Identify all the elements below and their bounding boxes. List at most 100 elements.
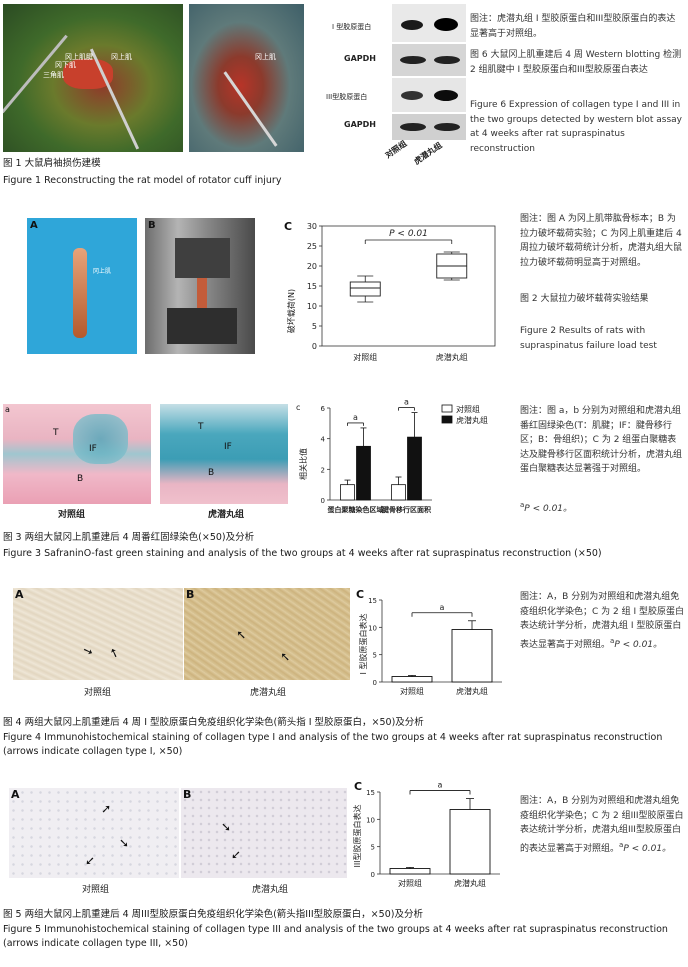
y-tick-label: 10 xyxy=(368,624,377,632)
fig4-photo-b-caption: 虎潜丸组 xyxy=(250,688,287,698)
sig-marker: a xyxy=(440,603,445,612)
fig1-caption-cn: 图 1 大鼠肩袖损伤建模 xyxy=(3,158,101,169)
sig-marker: a xyxy=(404,400,409,407)
y-tick-label: 30 xyxy=(307,222,317,231)
plot-frame xyxy=(321,225,496,347)
y-axis-label: III型胶原蛋白表达 xyxy=(352,804,362,867)
fig6-note: 图注：虎潜丸组 I 型胶原蛋白和III型胶原蛋白的表达显著高于对照组。 xyxy=(470,14,676,39)
panel-label-c: c xyxy=(296,403,300,412)
y-tick-label: 5 xyxy=(373,652,377,660)
fig2-note: 图注：图 A 为冈上肌带肱骨标本；B 为拉力破坏载荷实验；C 为冈上肌重建后 4… xyxy=(520,214,683,268)
x-tick-label: 虎潜丸组 xyxy=(436,352,468,362)
y-tick-label: 10 xyxy=(307,302,317,311)
arrow-icon: ➘ xyxy=(106,644,122,662)
arrow-icon: ➘ xyxy=(83,855,98,867)
fig4-barchart: C I 型胶原蛋白表达 051015对照组虎潜丸组a xyxy=(356,588,502,696)
panel-label-a: a xyxy=(5,405,10,414)
fig1-caption-en: Figure 1 Reconstructing the rat model of… xyxy=(3,175,282,186)
fig5-caption-cn: 图 5 两组大鼠冈上肌重建后 4 周III型胶原蛋白免疫组织化学染色(箭头指II… xyxy=(3,909,423,920)
y-tick-label: 0 xyxy=(373,679,377,687)
y-tick-label: 5 xyxy=(312,322,317,331)
fig5-note: 图注：A，B 分别为对照组和虎潜丸组免疫组织化学染色；C 为 2 组III型胶原… xyxy=(520,796,684,854)
panel-label-a: A xyxy=(11,788,20,801)
y-axis-label: 破坏载荷(N) xyxy=(286,289,296,333)
note-sup: a xyxy=(520,501,525,509)
sig-marker: a xyxy=(438,781,443,790)
label-tendon-specimen: 冈上肌 xyxy=(93,268,112,275)
y-axis-label: 相关比值 xyxy=(298,448,308,480)
y-tick-label: 4 xyxy=(321,436,326,444)
x-tick-label: 蛋白聚糖染色区域 xyxy=(328,505,384,514)
fig4-note: 图注：A，B 分别为对照组和虎潜丸组免疫组织化学染色；C 为 2 组 I 型胶原… xyxy=(520,592,684,650)
x-tick-label: 对照组 xyxy=(398,878,422,888)
fig6-blot: I 型胶原蛋白 GAPDH III型胶原蛋白 GAPDH 对照组 虎潜丸组 xyxy=(318,4,466,166)
label-IF: IF xyxy=(224,442,232,452)
y-tick-label: 20 xyxy=(307,262,317,271)
label-T: T xyxy=(198,422,204,432)
y-tick-label: 0 xyxy=(321,497,325,505)
x-tick-label: 虎潜丸组 xyxy=(454,878,486,888)
fig4-note-p: 显著高于对照组。 xyxy=(520,655,684,670)
fig4-photo-a-caption: 对照组 xyxy=(84,688,112,698)
panel-label-c: C xyxy=(356,588,364,601)
arrow-icon: ➘ xyxy=(80,642,96,660)
panel-label-c: C xyxy=(284,220,292,233)
arrow-icon: ➘ xyxy=(236,628,247,642)
fig3-note-p: aP < 0.01。 xyxy=(520,498,684,517)
panel-label-c: C xyxy=(354,780,362,793)
fig2-caption-cn: 图 2 大鼠拉力破坏载荷实验结果 xyxy=(520,294,649,304)
label-supraspinatus-b: 冈上肌 xyxy=(255,53,276,61)
sig-marker: a xyxy=(353,413,358,422)
arrow-icon: ➘ xyxy=(99,803,114,815)
fig3-photo-b: b T IF B xyxy=(160,404,288,504)
panel-label-b: B xyxy=(186,588,195,601)
fig3-note: 图注：图 a，b 分别为对照组和虎潜丸组番红固绿染色(T：肌腱；IF：腱骨移行区… xyxy=(520,406,683,474)
fig5-barchart: C III型胶原蛋白表达 051015对照组虎潜丸组a xyxy=(352,780,500,888)
bar xyxy=(407,436,422,501)
panel-label-b: B xyxy=(183,788,192,801)
fig3-caption-cn: 图 3 两组大鼠冈上肌重建后 4 周番红固绿染色(×50)及分析 xyxy=(3,532,255,543)
blot-lane-gapdh2 xyxy=(392,114,466,140)
y-tick-label: 5 xyxy=(371,844,375,852)
fig3-photo-a: a T IF B xyxy=(3,404,151,504)
label-IF: IF xyxy=(89,444,97,454)
forceps xyxy=(89,48,140,150)
fig4-caption-en: Figure 4 Immunohistochemical staining of… xyxy=(3,732,663,757)
fig4-photo-b: B ➘ ➘ xyxy=(184,588,350,680)
arrow-icon: ➘ xyxy=(221,820,232,834)
y-axis-label: I 型胶原蛋白表达 xyxy=(358,614,368,675)
x-tick-label: 对照组 xyxy=(400,686,424,696)
note-p-value: P < 0.01。 xyxy=(524,504,573,514)
fig6-caption-en: Figure 6 Expression of collagen type I a… xyxy=(470,100,682,154)
note-p-value: P < 0.01。 xyxy=(623,843,672,854)
blot-label-gapdh1: GAPDH xyxy=(344,54,376,63)
fig5-photo-a: A ➘ ➘ ➘ xyxy=(9,788,179,878)
bar xyxy=(356,445,371,501)
arrow-icon: ➘ xyxy=(280,650,291,664)
label-deltoid: 三角肌 xyxy=(43,71,64,79)
tendon-specimen xyxy=(73,248,87,338)
bar xyxy=(340,484,355,501)
legend-swatch xyxy=(441,415,453,424)
panel-label-b: B xyxy=(148,220,156,231)
note-sup: a xyxy=(619,840,624,849)
forceps-b xyxy=(223,71,278,147)
fig3-photo-a-caption: 对照组 xyxy=(58,510,86,520)
fig5-photo-b-caption: 虎潜丸组 xyxy=(252,885,289,895)
p-value-annotation: P < 0.01 xyxy=(389,229,428,239)
fig1-photo-b: 冈上肌 xyxy=(189,4,304,152)
legend-swatch xyxy=(441,404,453,413)
blot-lane-col1 xyxy=(392,4,466,42)
y-tick-label: 0 xyxy=(312,342,317,351)
label-supraspinatus: 冈上肌 xyxy=(111,53,132,61)
blot-label-gapdh2: GAPDH xyxy=(344,120,376,129)
x-tick-label: 腱骨移行区面积 xyxy=(382,505,431,514)
box xyxy=(349,281,381,297)
blot-label-col1: I 型胶原蛋白 xyxy=(332,23,372,31)
label-tendon: 冈上肌腱 xyxy=(65,53,93,61)
x-tick-label: 对照组 xyxy=(353,352,377,362)
blot-label-col3: III型胶原蛋白 xyxy=(326,93,368,101)
fig3-caption-en: Figure 3 SafraninO-fast green staining a… xyxy=(3,548,602,559)
fig5-photo-b: B ➘ ➘ xyxy=(181,788,347,878)
